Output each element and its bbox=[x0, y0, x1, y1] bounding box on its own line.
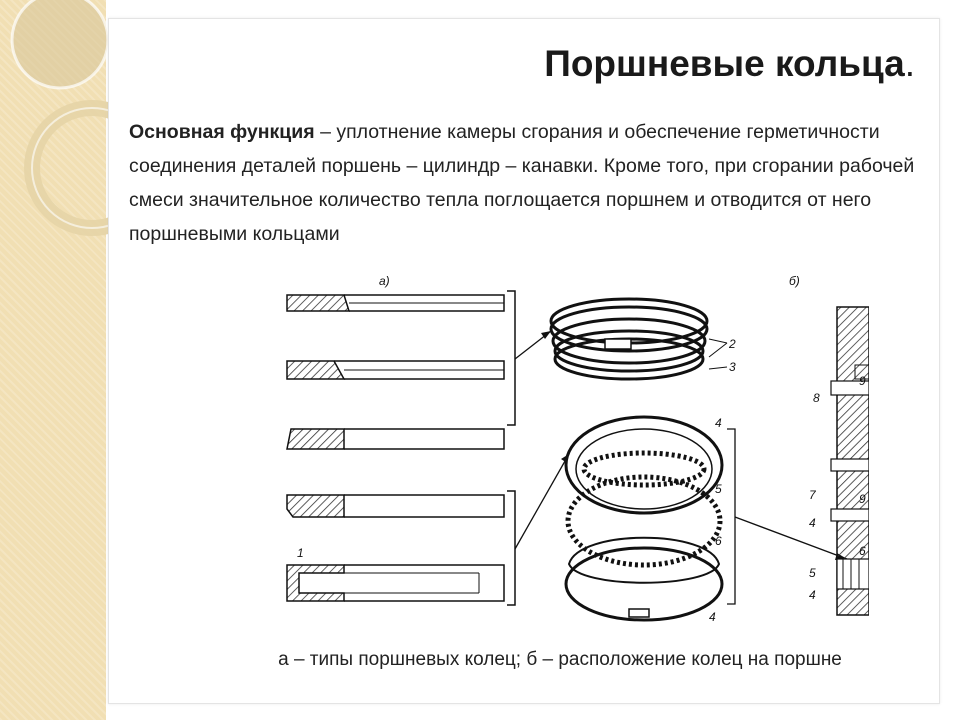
callout-5a: 5 bbox=[715, 482, 722, 496]
callout-9a: 9 bbox=[859, 374, 866, 388]
figure-caption: а – типы поршневых колец; б – расположен… bbox=[278, 649, 842, 670]
callout-6a: 6 bbox=[715, 534, 722, 548]
compression-rings bbox=[549, 297, 709, 381]
slide-content: Поршневые кольца. Основная функция – упл… bbox=[108, 18, 940, 704]
callout-7: 7 bbox=[809, 488, 817, 502]
callout-8: 8 bbox=[813, 391, 820, 405]
callout-5b: 5 bbox=[809, 566, 816, 580]
callout-4a: 4 bbox=[715, 416, 722, 430]
callout-4c: 4 bbox=[809, 516, 816, 530]
callout-6b: 6 bbox=[859, 544, 866, 558]
bracket-bottom bbox=[507, 490, 516, 606]
oil-ring-assembly bbox=[564, 415, 724, 622]
callout-4d: 4 bbox=[809, 588, 816, 602]
bold-term: Основная функция bbox=[129, 121, 315, 143]
arrow-line-3 bbox=[734, 516, 848, 560]
bracket-top bbox=[507, 290, 516, 426]
callout-3: 3 bbox=[729, 360, 736, 374]
callout-9b: 9 bbox=[859, 492, 866, 506]
ring-profile-2 bbox=[286, 360, 505, 380]
ring-profile-5-oil: 1 bbox=[286, 546, 505, 602]
arrow-line-2 bbox=[514, 453, 570, 550]
ring-profile-3 bbox=[286, 428, 505, 450]
piston-rings-figure: а) 1 bbox=[286, 274, 869, 624]
callout-1: 1 bbox=[297, 546, 304, 560]
body-text: – уплотнение камеры сгорания и обеспечен… bbox=[129, 121, 915, 245]
ring-profile-4 bbox=[286, 494, 505, 518]
piston-section bbox=[830, 306, 869, 616]
figure-label-b: б) bbox=[789, 274, 800, 288]
figure-label-a: а) bbox=[379, 274, 390, 288]
body-paragraph: Основная функция – уплотнение камеры сго… bbox=[129, 115, 919, 251]
ring-profile-1 bbox=[286, 294, 505, 312]
callout-4b: 4 bbox=[709, 610, 716, 624]
callout-2: 2 bbox=[728, 337, 736, 351]
slide-title: Поршневые кольца. bbox=[544, 43, 915, 84]
